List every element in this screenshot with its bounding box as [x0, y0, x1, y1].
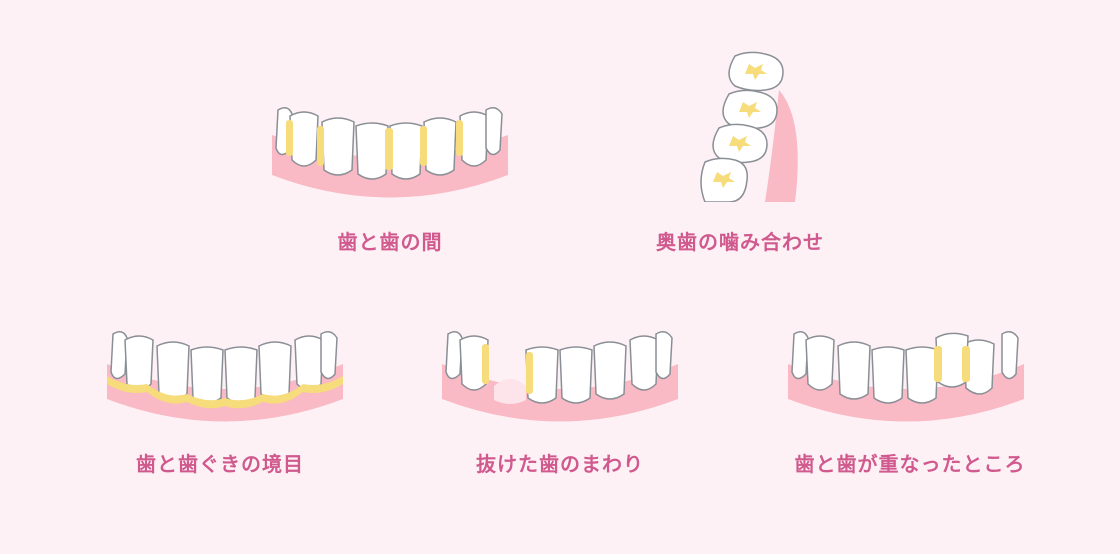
overlapping-teeth-illustration: [788, 331, 1024, 422]
caption-gumline: 歯と歯ぐきの境目: [136, 452, 304, 476]
caption-between-teeth: 歯と歯の間: [337, 230, 443, 254]
panel-missing-tooth: [442, 304, 678, 424]
gumline-illustration: [107, 331, 343, 422]
panel-molars: [695, 50, 805, 202]
missing-tooth-illustration: [442, 331, 678, 422]
caption-overlapping-teeth: 歯と歯が重なったところ: [794, 452, 1026, 476]
caption-missing-tooth: 抜けた歯のまわり: [476, 452, 644, 476]
panel-gumline: [107, 304, 343, 424]
panel-overlapping-teeth: [788, 304, 1024, 424]
caption-molars: 奥歯の噛み合わせ: [656, 230, 824, 254]
molars-occlusion-illustration: [700, 51, 798, 202]
panel-between-teeth: [272, 80, 508, 206]
teeth-between-illustration: [272, 107, 508, 198]
